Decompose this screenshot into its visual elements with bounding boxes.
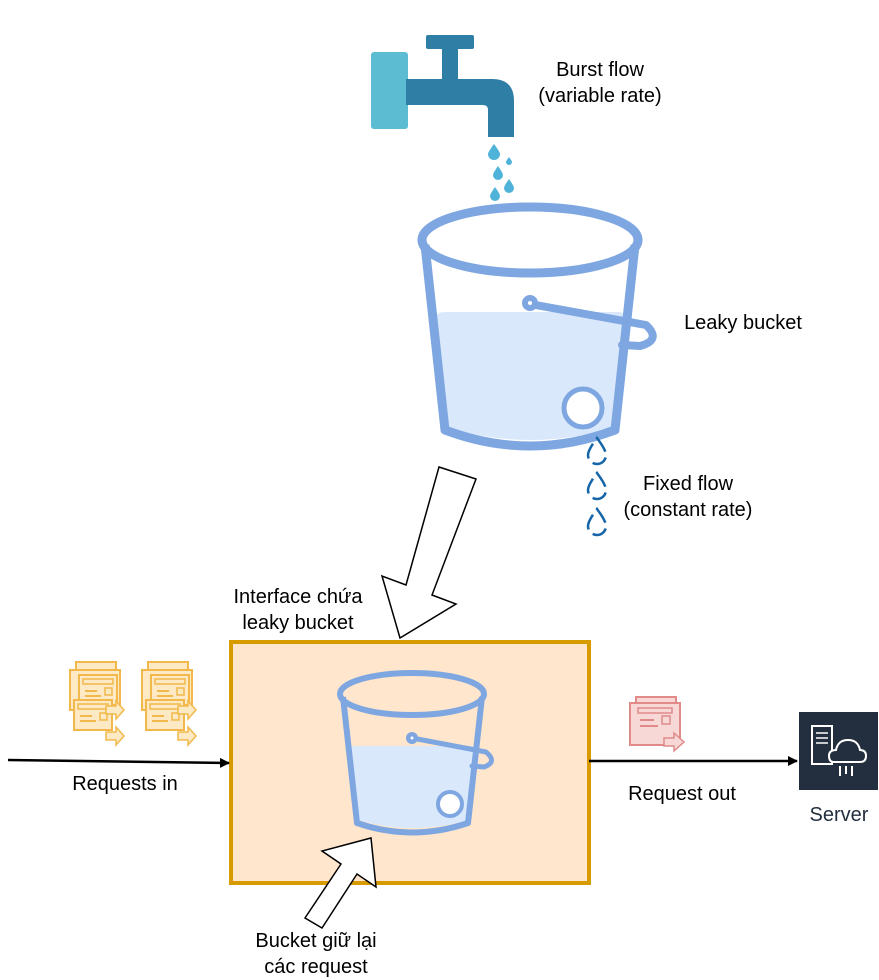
burst-flow-line2: (variable rate)	[538, 85, 662, 107]
leaky-bucket-label: Leaky bucket	[668, 310, 818, 336]
burst-flow-label: Burst flow (variable rate)	[515, 57, 685, 109]
faucet-icon	[371, 35, 514, 137]
interface-line2: leaky bucket	[242, 612, 354, 634]
server-text: Server	[809, 804, 869, 826]
requests-in-text: Requests in	[72, 773, 178, 795]
interface-label: Interface chứa leaky bucket	[208, 584, 388, 636]
requests-in-label: Requests in	[45, 771, 205, 797]
bucket-icon	[417, 202, 657, 451]
request-out-text: Request out	[628, 783, 736, 805]
small-bucket-icon	[337, 670, 494, 836]
server-label: Server	[789, 802, 879, 828]
bucket-hold-line1: Bucket giữ lại	[255, 930, 377, 952]
requests-in-arrow	[7, 757, 230, 768]
bucket-hold-label: Bucket giữ lại các request	[226, 928, 406, 980]
bucket-hold-line2: các request	[264, 956, 368, 978]
request-envelope-icon	[69, 661, 197, 746]
water-drop-icon	[488, 144, 514, 201]
big-arrow-icon	[380, 466, 477, 640]
small-arrow-icon	[303, 837, 377, 930]
leak-drops-icon	[586, 435, 608, 537]
interface-line1: Interface chứa	[233, 586, 363, 608]
request-out-label: Request out	[602, 781, 762, 807]
request-out-icon	[629, 696, 686, 753]
fixed-flow-line1: Fixed flow	[642, 473, 734, 495]
burst-flow-line1: Burst flow	[556, 59, 644, 81]
leaky-bucket-text: Leaky bucket	[684, 312, 802, 334]
fixed-flow-label: Fixed flow (constant rate)	[603, 471, 773, 523]
server-icon	[799, 712, 878, 790]
fixed-flow-line2: (constant rate)	[623, 499, 753, 521]
